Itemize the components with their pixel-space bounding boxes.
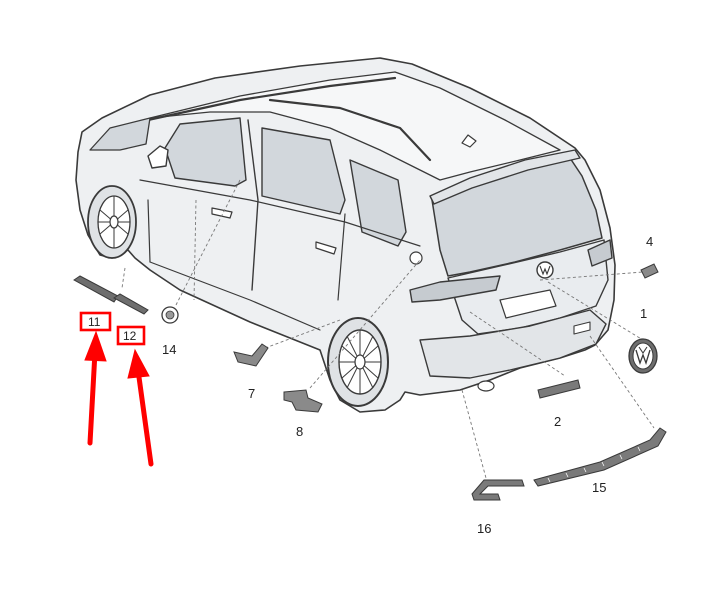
rear-bumper [419, 309, 607, 379]
front-door-window [164, 117, 247, 187]
exhaust-pipe [477, 380, 495, 392]
tail-light-right [587, 239, 613, 267]
part-7-bracket [233, 343, 269, 367]
part-15-diffuser-trim [533, 427, 667, 487]
front-door-handle [211, 207, 233, 219]
side-mirror [147, 145, 169, 169]
callout-labels: 1 2 4 7 8 14 15 16 [162, 234, 653, 536]
belt-line [139, 179, 421, 247]
tailgate-panel [447, 239, 609, 335]
front-wheel [87, 185, 137, 259]
callout-12: 12 [123, 329, 137, 343]
callout-14: 14 [162, 342, 176, 357]
callout-11: 11 [88, 315, 101, 329]
reflector [573, 321, 591, 335]
highlight-box-11: 11 [79, 311, 112, 332]
windshield-edge [89, 117, 151, 151]
tail-light-left [409, 275, 501, 303]
callout-4: 4 [646, 234, 653, 249]
sill-line [149, 261, 321, 331]
part-16-end-trim [471, 479, 525, 501]
front-door-line [147, 199, 151, 263]
callout-2: 2 [554, 414, 561, 429]
roof-rail-left [146, 76, 397, 122]
rear-door-window [261, 127, 346, 215]
roof-rail-right [268, 98, 432, 162]
vw-logo-icon [536, 261, 554, 279]
part-1-emblem [628, 338, 658, 374]
part-12-trim-strip [113, 293, 149, 315]
part-14-cap [161, 306, 179, 324]
callout-7: 7 [248, 386, 255, 401]
quarter-window [349, 159, 407, 247]
callout-15: 15 [592, 480, 606, 495]
car-body [75, 57, 616, 413]
roof-antenna [461, 134, 477, 148]
rear-spoiler [429, 149, 581, 205]
rear-door-handle [315, 241, 337, 255]
leader-lines [121, 179, 655, 479]
red-arrow-icon [127, 348, 154, 467]
b-pillar [247, 119, 259, 291]
part-8-plate [283, 389, 323, 413]
part-15-diffuser-holes [547, 446, 641, 483]
part-11-trim-strip [73, 275, 119, 303]
license-recess [499, 289, 557, 319]
callout-1: 1 [640, 306, 647, 321]
rear-door-line [337, 213, 346, 301]
fuel-flap [409, 251, 423, 265]
red-arrow-icon [84, 330, 107, 446]
callout-16: 16 [477, 521, 491, 536]
highlight-box-12: 12 [116, 325, 146, 346]
rear-wheel [327, 317, 389, 407]
part-2-trim [537, 379, 581, 399]
part-4-badge [640, 263, 659, 279]
callout-8: 8 [296, 424, 303, 439]
